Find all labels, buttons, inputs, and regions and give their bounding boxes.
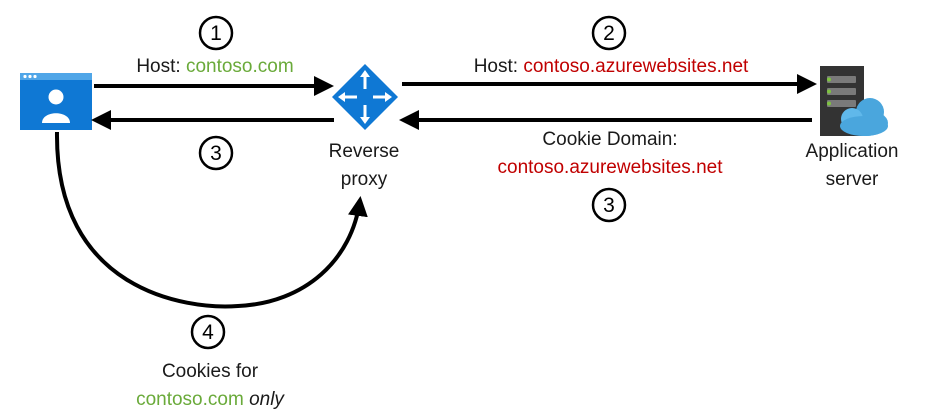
svg-text:3: 3 [603,194,615,217]
proxy-label-line1: Reverse [329,141,400,162]
step-3-badge-left: 3 [198,135,234,171]
server-label-line2: server [826,169,879,190]
svg-text:1: 1 [210,22,222,45]
server-cloud-icon [820,66,888,136]
svg-text:2: 2 [603,22,615,45]
host-label-2: Host: contoso.azurewebsites.net [474,56,749,77]
arrow-client-curve-to-proxy [54,131,368,309]
cookies-label-line1: Cookies for [162,361,259,382]
router-arrows-icon [332,64,398,130]
server-label-line1: Application [806,141,899,162]
step-4-badge: 4 [190,314,226,350]
host-label-1: Host: contoso.com [136,56,293,77]
svg-text:4: 4 [202,321,214,344]
cookie-domain-value: contoso.azurewebsites.net [498,157,724,178]
step-1-badge: 1 [198,15,234,51]
proxy-label-line2: proxy [341,169,388,190]
svg-text:3: 3 [210,142,222,165]
cookies-label-line2: contoso.com only [136,389,285,410]
browser-user-icon [20,73,92,130]
cookie-domain-label: Cookie Domain: [542,129,677,150]
step-2-badge: 2 [591,15,627,51]
step-3-badge-right: 3 [591,187,627,223]
